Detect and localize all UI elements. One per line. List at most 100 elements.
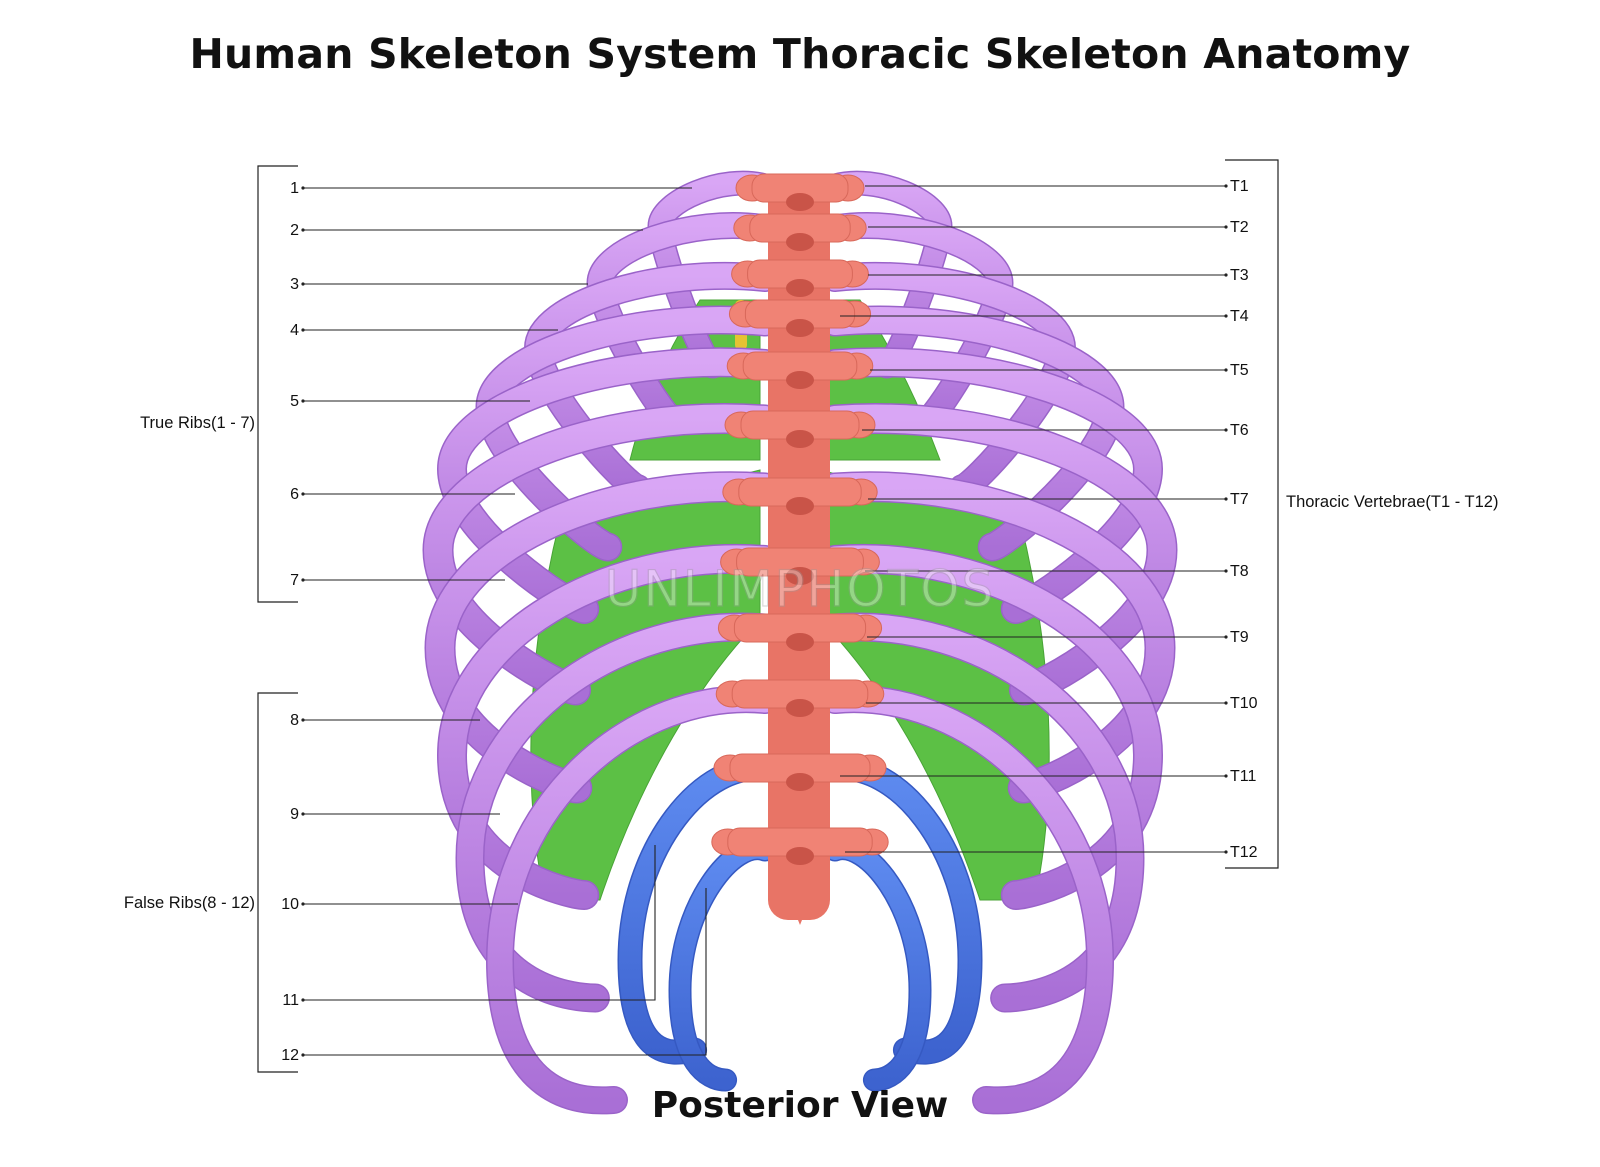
thoracic-spine	[711, 173, 889, 925]
rib-5-callout-dot	[301, 399, 305, 403]
vertebra-t5	[726, 351, 874, 389]
rib-11-right	[824, 757, 982, 1064]
vertebrae-label: Thoracic Vertebrae(T1 - T12)	[1286, 493, 1498, 511]
rib-3-callout-dot	[301, 282, 305, 286]
vertebra-t11	[713, 753, 887, 791]
vertebra-t8-spinous-process	[786, 567, 814, 585]
rib-6-left	[423, 404, 779, 704]
vertebra-t10-spinous-process	[786, 699, 814, 717]
rib-8-left	[438, 545, 779, 909]
view-caption: Posterior View	[651, 1085, 949, 1126]
vertebra-t2-callout-dot	[1224, 225, 1228, 229]
rib-8-callout-dot	[301, 718, 305, 722]
rib-12-callout	[303, 888, 707, 1056]
rib-8-label: 8	[290, 712, 299, 729]
page-title: Human Skeleton System Thoracic Skeleton …	[189, 30, 1411, 78]
vertebra-t6	[724, 410, 876, 448]
vertebra-t6-callout-dot	[1224, 428, 1228, 432]
vertebra-t3-callout-dot	[1224, 273, 1228, 277]
vertebra-t10	[715, 679, 885, 717]
rib-12-callout-dot	[301, 1053, 305, 1057]
rib-9-left	[456, 614, 778, 1011]
vertebra-t9-label: T9	[1230, 629, 1249, 646]
rib-6-label: 6	[290, 486, 299, 503]
rib-4-label: 4	[290, 322, 299, 339]
watermark: UNLIMPHOTOS	[605, 560, 995, 618]
rib-9-label: 9	[290, 806, 299, 823]
rib-12-left	[669, 838, 775, 1090]
vertebra-t3	[731, 259, 869, 297]
vertebra-t9-callout-dot	[1224, 635, 1228, 639]
rib-6-callout-dot	[301, 492, 305, 496]
vertebra-t4-spinous-process	[786, 319, 814, 337]
callout-labels: 123456789101112T1T2T3T4T5T6T7T8T9T10T11T…	[281, 178, 1257, 1064]
vertebra-t8-callout-dot	[1224, 569, 1228, 573]
rib-10-right	[822, 686, 1113, 1113]
vertebra-t6-label: T6	[1230, 422, 1249, 439]
vertebra-t1-callout-dot	[1224, 184, 1228, 188]
rib-5-right	[821, 348, 1162, 623]
rib-12-label: 12	[281, 1047, 299, 1064]
callout-lines	[301, 184, 1228, 1057]
vertebra-t12-label: T12	[1230, 844, 1258, 861]
vertebra-t8	[720, 547, 880, 585]
vertebra-t2-spinous-process	[786, 233, 814, 251]
vertebra-t1	[735, 173, 865, 211]
vertebra-t12	[711, 827, 889, 865]
rib-12-right	[825, 838, 931, 1090]
rib-1-callout-dot	[301, 186, 305, 190]
false-ribs-bracket	[257, 692, 298, 1073]
rib-6-right	[821, 404, 1177, 704]
true-ribs-label: True Ribs(1 - 7)	[140, 414, 255, 432]
vertebra-t4	[728, 299, 872, 337]
vertebra-t8-label: T8	[1230, 563, 1249, 580]
vertebra-t3-label: T3	[1230, 267, 1249, 284]
vertebra-t4-callout-dot	[1224, 314, 1228, 318]
rib-3-label: 3	[290, 276, 299, 293]
vertebra-t1-label: T1	[1230, 178, 1249, 195]
rib-10-left	[487, 686, 778, 1113]
vertebra-t2-label: T2	[1230, 219, 1249, 236]
vertebra-t12-spinous-process	[786, 847, 814, 865]
rib-2-callout-dot	[301, 228, 305, 232]
vertebra-t1-spinous-process	[786, 193, 814, 211]
vertebra-t5-spinous-process	[786, 371, 814, 389]
rib-2-label: 2	[290, 222, 299, 239]
rib-7-label: 7	[290, 572, 299, 589]
vertebra-t3-spinous-process	[786, 279, 814, 297]
rib-10-callout-dot	[301, 902, 305, 906]
vertebra-t12-callout-dot	[1224, 850, 1228, 854]
false-ribs-label: False Ribs(8 - 12)	[124, 894, 255, 912]
vertebra-t5-callout-dot	[1224, 368, 1228, 372]
vertebrae-bracket	[1225, 159, 1279, 869]
vertebra-t11-callout-dot	[1224, 774, 1228, 778]
rib-11-callout	[303, 845, 656, 1001]
rib-10-label: 10	[281, 896, 299, 913]
rib-11-label: 11	[282, 992, 299, 1009]
rib-4-callout-dot	[301, 328, 305, 332]
vertebra-t9-spinous-process	[786, 633, 814, 651]
vertebra-t2	[733, 213, 867, 251]
true-ribs-bracket	[257, 165, 298, 603]
rib-5-label: 5	[290, 393, 299, 410]
vertebra-t5-label: T5	[1230, 362, 1249, 379]
rib-7-right	[821, 472, 1175, 802]
rib-7-left	[425, 472, 779, 802]
vertebra-t10-label: T10	[1230, 695, 1258, 712]
rib-9-callout-dot	[301, 812, 305, 816]
rib-11-callout-dot	[301, 998, 305, 1002]
vertebra-t11-label: T11	[1230, 768, 1256, 785]
rib-1-label: 1	[290, 180, 299, 197]
vertebra-t6-spinous-process	[786, 430, 814, 448]
vertebra-t7-label: T7	[1230, 491, 1249, 508]
rib-7-callout-dot	[301, 578, 305, 582]
vertebra-t10-callout-dot	[1224, 701, 1228, 705]
rib-11-left	[618, 757, 776, 1064]
spine-tip	[790, 900, 810, 925]
rib-9-right	[822, 614, 1144, 1011]
vertebra-t9	[717, 613, 883, 651]
vertebra-t7-spinous-process	[786, 497, 814, 515]
vertebra-t11-spinous-process	[786, 773, 814, 791]
